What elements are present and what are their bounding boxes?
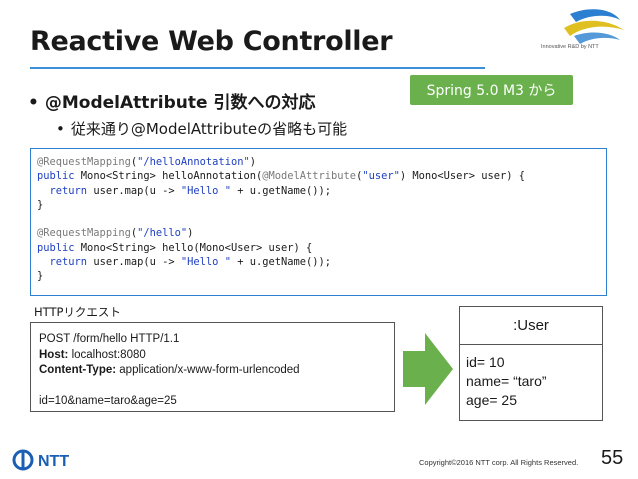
code-keyword: public <box>37 241 75 254</box>
http-request-box: POST /form/hello HTTP/1.1 Host: localhos… <box>30 322 395 412</box>
user-object-fields: id= 10 name= “taro” age= 25 <box>460 345 602 410</box>
code-line-blank <box>37 212 606 226</box>
logo-tagline: Innovative R&D by NTT <box>541 44 599 50</box>
http-request-body: id=10&name=taro&age=25 <box>39 395 177 407</box>
http-content-type-header: Content-Type: application/x-www-form-url… <box>39 363 394 379</box>
code-paren: ) <box>187 227 194 240</box>
copyright-text: Copyright©2016 NTT corp. All Rights Rese… <box>419 458 579 467</box>
code-line: @RequestMapping("/helloAnnotation") <box>37 155 606 169</box>
header-key: Host: <box>39 348 69 361</box>
code-string: "/hello" <box>137 227 188 240</box>
spring-version-badge: Spring 5.0 M3 から <box>410 75 573 105</box>
code-line: } <box>37 269 606 283</box>
code-string: "Hello " <box>180 184 231 197</box>
code-text: user.map(u -> <box>87 256 181 269</box>
bullet-marker: • <box>28 93 39 113</box>
header-value: localhost:8080 <box>68 348 146 361</box>
bullet-omit-modelattribute: • 従来通り@ModelAttributeの省略も可能 <box>56 118 347 139</box>
code-text: } <box>37 198 44 211</box>
slide-title: Reactive Web Controller <box>30 26 393 57</box>
bullet-modelattribute-support: •@ModelAttribute 引数への対応 <box>28 88 315 113</box>
http-request-line: POST /form/hello HTTP/1.1 <box>39 333 180 345</box>
bullet-marker: • <box>56 120 65 138</box>
http-request-label: HTTPリクエスト <box>34 305 121 319</box>
code-keyword: return <box>49 184 88 197</box>
header-value: application/x-www-form-urlencoded <box>116 364 300 376</box>
bullet-text: 従来通り@ModelAttributeの省略も可能 <box>70 120 348 138</box>
right-arrow-icon <box>403 333 453 405</box>
bullet-text: @ModelAttribute 引数への対応 <box>44 93 316 113</box>
code-string: "/helloAnnotation" <box>137 156 250 168</box>
ntt-wordmark: NTT <box>38 453 69 470</box>
header-key: Content-Type: <box>39 364 117 376</box>
code-text: user.map(u -> <box>87 184 181 197</box>
code-text: Mono<String> hello(Mono<User> user) { <box>74 241 313 254</box>
code-block: @RequestMapping("/helloAnnotation") publ… <box>30 148 607 296</box>
code-keyword: public <box>37 170 75 183</box>
code-string: "user" <box>362 170 400 183</box>
code-text: } <box>37 270 44 283</box>
title-underline <box>30 67 485 69</box>
user-object-box: :User id= 10 name= “taro” age= 25 <box>459 306 603 421</box>
code-annotation: @RequestMapping <box>37 227 131 240</box>
user-object-header: :User <box>460 307 602 345</box>
ntt-rd-logo <box>564 9 624 44</box>
http-blank-line <box>39 379 394 395</box>
code-annotation: @RequestMapping <box>37 156 131 168</box>
code-annotation: @ModelAttribute <box>262 170 357 183</box>
code-line: public Mono<String> helloAnnotation(@Mod… <box>37 169 606 183</box>
user-field-name: name= “taro” <box>466 373 547 389</box>
code-paren: ( <box>130 156 138 168</box>
code-line: return user.map(u -> "Hello " + u.getNam… <box>37 184 606 198</box>
page-number: 55 <box>601 447 624 469</box>
code-string: "Hello " <box>180 256 231 269</box>
code-paren: ) <box>249 156 256 168</box>
code-line: } <box>37 198 606 212</box>
code-text: Mono<String> helloAnnotation( <box>74 170 263 183</box>
code-line: @RequestMapping("/hello") <box>37 226 606 240</box>
code-text: + u.getName()); <box>230 256 332 269</box>
code-text: + u.getName()); <box>230 184 332 197</box>
user-field-age: age= 25 <box>466 392 517 408</box>
code-paren: ( <box>130 227 138 240</box>
code-line: return user.map(u -> "Hello " + u.getNam… <box>37 255 606 269</box>
code-line: public Mono<String> hello(Mono<User> use… <box>37 241 606 255</box>
code-paren: ( <box>356 170 363 183</box>
user-field-id: id= 10 <box>466 354 505 370</box>
ntt-logo: NTT <box>12 449 69 471</box>
http-host-header: Host: localhost:8080 <box>39 348 394 364</box>
code-text: ) Mono<User> user) { <box>399 170 525 183</box>
code-keyword: return <box>49 256 88 269</box>
